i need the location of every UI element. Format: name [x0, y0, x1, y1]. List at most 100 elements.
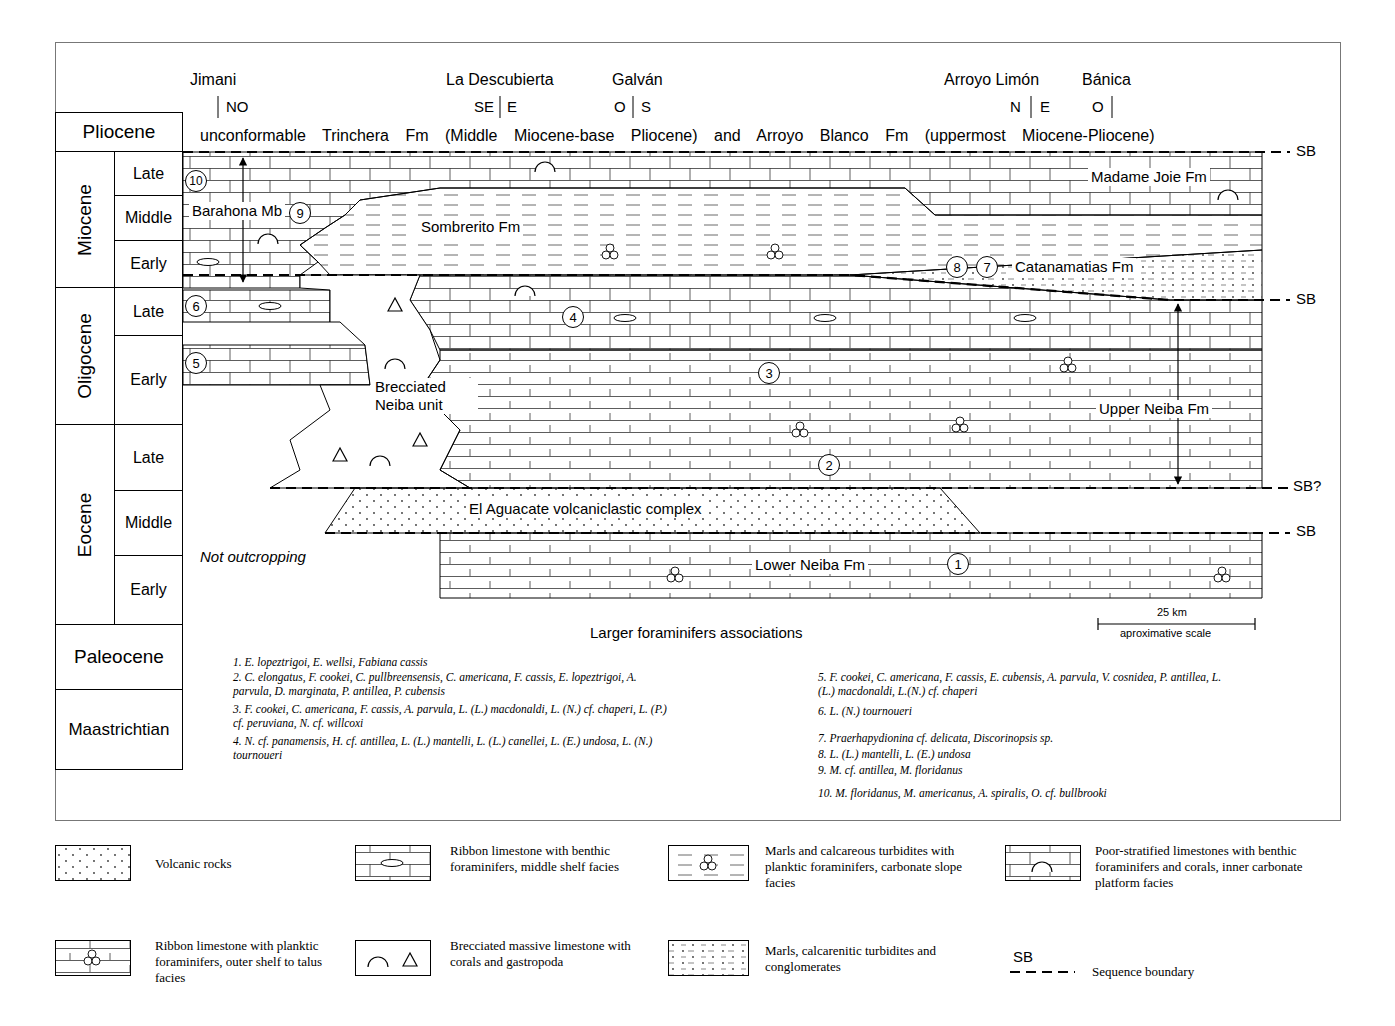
epoch-name: Pliocene	[83, 121, 156, 143]
epoch-box: Oligocene LateEarly	[55, 288, 183, 425]
text-label: SE	[474, 98, 494, 116]
stage-name: Early	[130, 371, 166, 389]
legend-text: Poor-stratified limestones with benthic …	[1095, 843, 1335, 891]
legend-text: Volcanic rocks	[155, 856, 335, 872]
time-label-holder: Eocene	[56, 425, 114, 624]
stage-name: Early	[130, 581, 166, 599]
callout-number: 5	[185, 352, 207, 374]
text-label: Upper Neiba Fm	[1096, 400, 1212, 418]
callout-number: 1	[947, 553, 969, 575]
text-label: Jimani	[190, 70, 236, 89]
text-label: SB	[1013, 948, 1033, 966]
time-label-holder: Paleocene	[56, 625, 182, 689]
legend-text: Brecciated massive limestone with corals…	[450, 938, 650, 970]
text-label: E	[1040, 98, 1050, 116]
time-label-holder: Late	[115, 425, 182, 490]
association-text: 1. E. lopeztrigoi, E. wellsi, Fabiana ca…	[233, 655, 673, 669]
text-label: SB?	[1293, 477, 1321, 495]
time-label-holder: Pliocene	[56, 113, 182, 151]
time-label-holder: Middle	[115, 196, 182, 240]
stage-name: Late	[133, 449, 164, 467]
epoch-name: Oligocene	[74, 313, 96, 399]
epoch-box: Miocene LateMiddleEarly	[55, 152, 183, 288]
epoch-name: Miocene	[74, 184, 96, 256]
text-label: Sombrerito Fm	[418, 218, 523, 236]
legend-text: Marls and calcareous turbidites with pla…	[765, 843, 990, 891]
legend-text: Ribbon limestone with planktic foraminif…	[155, 938, 345, 986]
association-text: 5. F. cookei, C. americana, F. cassis, E…	[818, 670, 1238, 698]
text-label: O	[614, 98, 626, 116]
text-label: SB	[1296, 290, 1316, 308]
association-text: 10. M. floridanus, M. americanus, A. spi…	[818, 786, 1238, 800]
stage-box: Late	[114, 288, 182, 335]
callout-number: 7	[976, 256, 998, 278]
callout-number: 2	[818, 454, 840, 476]
epoch-box: Maastrichtian	[55, 690, 183, 770]
text-label: N	[1010, 98, 1021, 116]
callout-number: 6	[185, 295, 207, 317]
association-text: 3. F. cookei, C. americana, F. cassis, A…	[233, 702, 673, 730]
text-label: 25 km	[1157, 606, 1187, 619]
stage-box: Early	[114, 335, 182, 424]
association-text: 7. Praerhapydionina cf. delicata, Discor…	[818, 731, 1238, 745]
text-label: Barahona Mb	[189, 202, 285, 220]
text-label: Arroyo Limón	[944, 70, 1039, 89]
text-label: Larger foraminifers associations	[590, 624, 803, 642]
text-label: SB	[1296, 142, 1316, 160]
text-label: Lower Neiba Fm	[752, 556, 868, 574]
association-text: 2. C. elongatus, F. cookei, C. pullbreen…	[233, 670, 673, 698]
epoch-name: Maastrichtian	[68, 720, 169, 740]
time-label-holder: Oligocene	[56, 288, 114, 424]
text-label: E	[507, 98, 517, 116]
association-text: 8. L. (L.) mantelli, L. (E.) undosa	[818, 747, 1238, 761]
legend-text: Marls, calcarenitic turbidites and congl…	[765, 943, 985, 975]
time-label-holder: Maastrichtian	[56, 690, 182, 769]
legend-text: Sequence boundary	[1092, 964, 1292, 980]
callout-number: 9	[289, 202, 311, 224]
callout-number: 3	[758, 362, 780, 384]
text-label: Madame Joie Fm	[1088, 168, 1210, 186]
text-label: SB	[1296, 522, 1316, 540]
stage-name: Middle	[125, 209, 172, 227]
callout-number: 4	[562, 306, 584, 328]
epoch-name: Paleocene	[74, 646, 164, 668]
text-label: El Aguacate volcaniclastic complex	[466, 500, 705, 518]
text-label: S	[641, 98, 651, 116]
association-text: 4. N. cf. panamensis, H. cf. antillea, L…	[233, 734, 673, 762]
stage-box: Late	[114, 425, 182, 490]
time-label-holder: Early	[115, 336, 182, 424]
text-label: unconformable Trinchera Fm (Middle Mioce…	[200, 126, 1155, 145]
callout-number: 8	[946, 256, 968, 278]
stage-box: Early	[114, 555, 182, 624]
time-label-holder: Early	[115, 556, 182, 624]
text-label: Catanamatias Fm	[1012, 258, 1136, 276]
time-label-holder: Late	[115, 152, 182, 195]
legend-text: Ribbon limestone with benthic foraminife…	[450, 843, 650, 875]
text-label: aproximative scale	[1120, 627, 1211, 640]
epoch-box: Eocene LateMiddleEarly	[55, 425, 183, 625]
text-label: Not outcropping	[200, 548, 306, 566]
time-label-holder: Early	[115, 241, 182, 287]
epoch-box: Paleocene	[55, 625, 183, 690]
time-label-holder: Late	[115, 288, 182, 335]
text-label: NO	[226, 98, 249, 116]
text-label: La Descubierta	[446, 70, 554, 89]
stage-box: Middle	[114, 195, 182, 240]
epoch-name: Eocene	[74, 492, 96, 556]
epoch-box: Pliocene	[55, 112, 183, 152]
time-label-holder: Miocene	[56, 152, 114, 287]
text-label: O	[1092, 98, 1104, 116]
text-label: Galván	[612, 70, 663, 89]
stage-name: Late	[133, 165, 164, 183]
stage-name: Late	[133, 303, 164, 321]
text-label: Brecciated Neiba unit	[372, 378, 478, 414]
stage-box: Early	[114, 240, 182, 287]
association-text: 9. M. cf. antillea, M. floridanus	[818, 763, 1238, 777]
text-label: Bánica	[1082, 70, 1131, 89]
association-text: 6. L. (N.) tournoueri	[818, 704, 1238, 718]
stage-box: Late	[114, 152, 182, 195]
time-label-holder: Middle	[115, 491, 182, 555]
stage-name: Early	[130, 255, 166, 273]
stage-name: Middle	[125, 514, 172, 532]
